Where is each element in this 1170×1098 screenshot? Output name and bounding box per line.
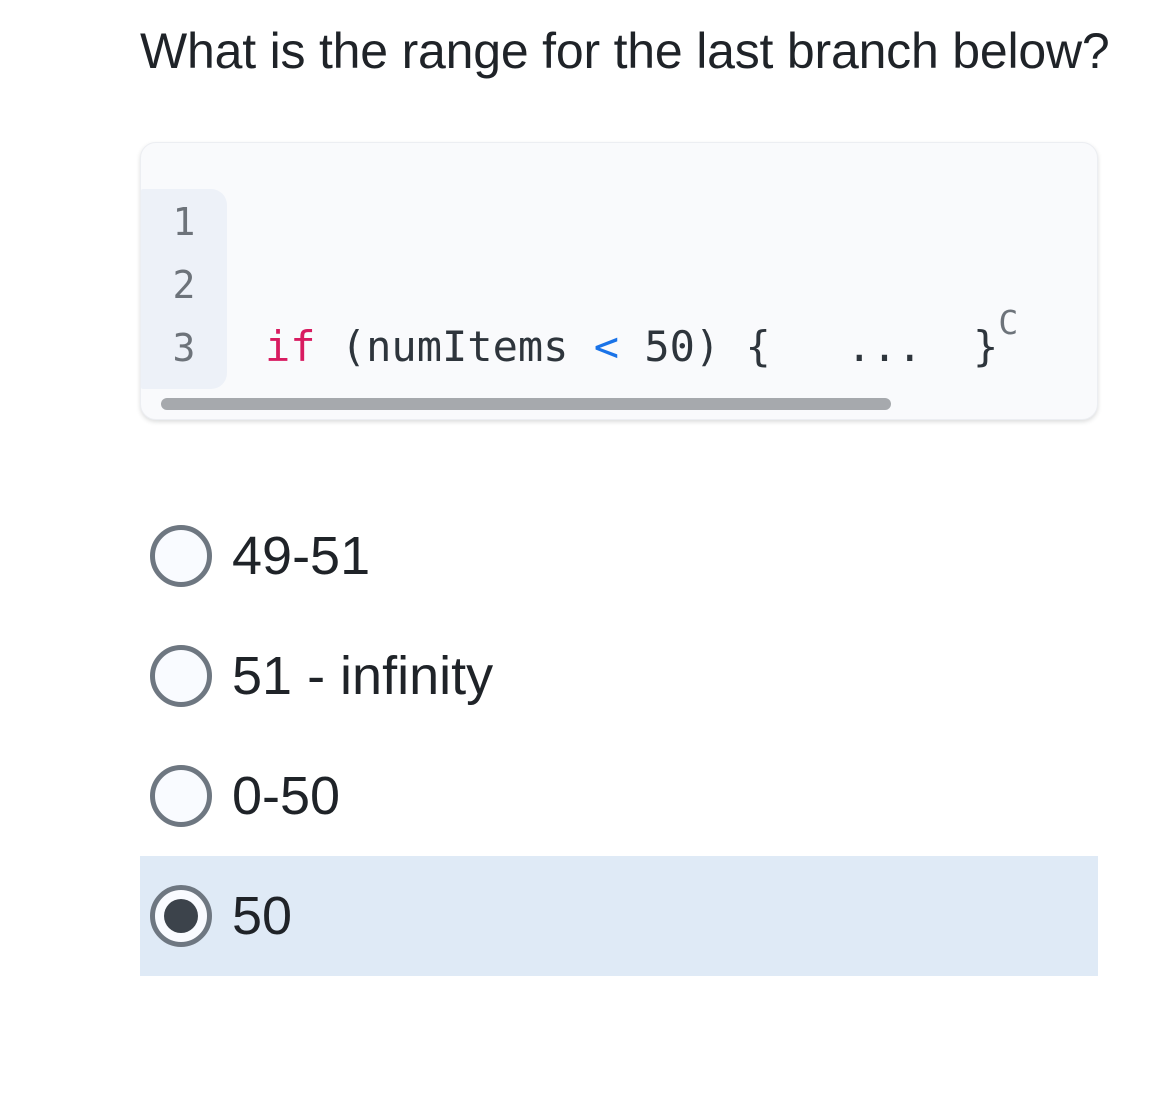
code-block: 1 2 3 if (numItems < 50) { ... }C else i… [140, 142, 1098, 420]
code-token: 50) { [619, 322, 847, 371]
answer-option-label[interactable]: 0-50 [232, 766, 341, 826]
code-token-ellipsis: ... [846, 322, 923, 371]
answer-option-label[interactable]: 51 - infinity [232, 646, 494, 706]
radio-button[interactable] [150, 645, 212, 707]
radio-dot [164, 899, 198, 933]
quiz-question-page: What is the range for the last branch be… [140, 23, 1110, 976]
answer-options-list: 49-51 51 - infinity 0-50 50 [140, 496, 1098, 976]
answer-option-label[interactable]: 49-51 [232, 526, 371, 586]
answer-option-1[interactable]: 49-51 [140, 496, 1098, 616]
code-token: } [922, 322, 999, 371]
code-token: (numItems [315, 322, 594, 371]
radio-button-selected[interactable] [150, 885, 212, 947]
line-number: 1 [172, 200, 196, 244]
radio-button[interactable] [150, 765, 212, 827]
horizontal-scrollbar-thumb[interactable] [161, 398, 891, 410]
answer-option-label[interactable]: 50 [232, 886, 293, 946]
question-title: What is the range for the last branch be… [140, 23, 1110, 79]
superscript-c-label: C [998, 303, 1019, 342]
radio-button[interactable] [150, 525, 212, 587]
line-number: 3 [172, 326, 196, 370]
code-token-operator: < [593, 322, 620, 371]
answer-option-3[interactable]: 0-50 [140, 736, 1098, 856]
answer-option-4-selected[interactable]: 50 [140, 856, 1098, 976]
line-number-gutter: 1 2 3 [141, 189, 227, 389]
code-lines: if (numItems < 50) { ... }C else if (num… [265, 189, 1074, 419]
code-line-1: if (numItems < 50) { ... }C [265, 303, 1074, 378]
line-number: 2 [172, 263, 196, 307]
answer-option-2[interactable]: 51 - infinity [140, 616, 1098, 736]
code-token-keyword: if [265, 322, 316, 371]
